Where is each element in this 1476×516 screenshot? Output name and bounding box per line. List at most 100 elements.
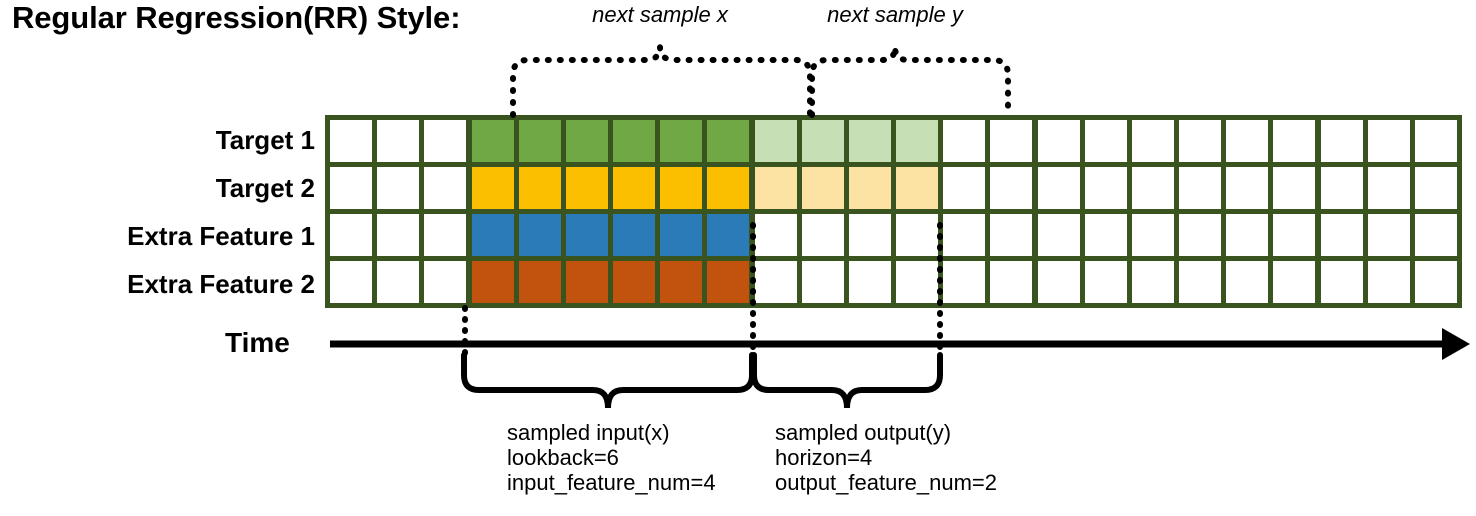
grid-cell-blank: [1367, 214, 1410, 256]
row-label-target-1: Target 1: [215, 125, 315, 155]
grid-cell-blank: [1179, 214, 1222, 256]
row-label-extra-feature-2: Extra Feature 2: [127, 269, 315, 299]
annotation-input-title: sampled input(x): [507, 420, 670, 445]
grid-cell-blank: [990, 261, 1033, 303]
grid-cell-input: [565, 120, 608, 162]
grid-cell-input: [707, 261, 750, 303]
grid-cell-blank: [424, 167, 467, 209]
page-title: Regular Regression(RR) Style:: [12, 0, 461, 35]
grid-cell-blank: [1037, 261, 1080, 303]
grid-cell-blank: [377, 214, 420, 256]
brace-next-sample-x: [510, 46, 813, 118]
grid-cell-blank: [330, 214, 373, 256]
grid-cell-blank: [990, 214, 1033, 256]
grid-row: [325, 209, 1462, 256]
grid-row: [325, 256, 1462, 303]
grid-cell-input: [518, 261, 561, 303]
grid-cell-blank: [1084, 167, 1127, 209]
grid-cell-input: [707, 120, 750, 162]
annotation-input-lookback: lookback=6: [507, 445, 619, 470]
grid-cell-output: [848, 120, 891, 162]
grid-cell-blank: [1273, 120, 1316, 162]
grid-cell-blank: [330, 261, 373, 303]
grid-cell-output: [801, 120, 844, 162]
grid-cell-blank: [1179, 261, 1222, 303]
annotation-sampled-output: sampled output(y) horizon=4 output_featu…: [775, 420, 997, 495]
grid-cell-input: [471, 120, 514, 162]
grid-cell-blank: [1320, 120, 1363, 162]
grid-cell-blank: [1414, 120, 1457, 162]
grid-cell-blank: [1226, 214, 1269, 256]
grid-cell-input: [660, 214, 703, 256]
grid-cell-input: [565, 214, 608, 256]
grid-cell-blank: [1367, 261, 1410, 303]
grid-cell-input: [518, 214, 561, 256]
axis-arrowhead: [1442, 328, 1470, 360]
annotation-output-horizon: horizon=4: [775, 445, 873, 470]
grid-cell-blank: [330, 120, 373, 162]
row-label-extra-feature-1: Extra Feature 1: [127, 221, 315, 251]
grid-cell-blank: [990, 120, 1033, 162]
grid-cell-blank: [330, 167, 373, 209]
grid-cell-blank: [801, 214, 844, 256]
grid-cell-blank: [1226, 167, 1269, 209]
grid-cell-blank: [1084, 261, 1127, 303]
time-axis-label: Time: [225, 327, 290, 358]
grid-row: [325, 162, 1462, 209]
grid-cell-blank: [424, 214, 467, 256]
grid-cell-blank: [1320, 261, 1363, 303]
grid-cell-input: [471, 261, 514, 303]
grid-cell-input: [613, 120, 656, 162]
grid-cell-blank: [1084, 120, 1127, 162]
grid-cell-blank: [1320, 214, 1363, 256]
grid-cell-blank: [896, 261, 939, 303]
grid-cell-blank: [943, 167, 986, 209]
grid-cell-input: [565, 167, 608, 209]
grid-cell-blank: [1367, 167, 1410, 209]
grid-cell-input: [660, 261, 703, 303]
grid-cell-input: [613, 261, 656, 303]
grid-cell-blank: [377, 120, 420, 162]
grid-cell-input: [660, 167, 703, 209]
grid-cell-blank: [943, 214, 986, 256]
brace-sampled-input: [461, 352, 755, 409]
grid-cell-blank: [1037, 167, 1080, 209]
grid-cell-blank: [1226, 120, 1269, 162]
grid-cell-input: [518, 120, 561, 162]
grid-cell-blank: [943, 120, 986, 162]
grid-cell-blank: [424, 120, 467, 162]
grid-cell-blank: [990, 167, 1033, 209]
grid-cell-input: [518, 167, 561, 209]
grid-cell-blank: [754, 261, 797, 303]
grid-cell-blank: [1131, 120, 1174, 162]
grid-cell-input: [707, 167, 750, 209]
grid-cell-blank: [1226, 261, 1269, 303]
grid-cell-blank: [1320, 167, 1363, 209]
grid-cell-output: [801, 167, 844, 209]
grid-cell-blank: [1131, 214, 1174, 256]
top-brace-group: [510, 46, 1011, 118]
annotation-output-feature-num: output_feature_num=2: [775, 470, 998, 495]
label-next-sample-y: next sample y: [827, 2, 963, 27]
annotation-output-title: sampled output(y): [775, 420, 952, 445]
annotation-input-feature-num: input_feature_num=4: [507, 470, 716, 495]
grid-cell-blank: [377, 167, 420, 209]
grid-cell-blank: [424, 261, 467, 303]
grid-cell-output: [848, 167, 891, 209]
grid-cell-blank: [1273, 167, 1316, 209]
grid-cell-input: [660, 120, 703, 162]
grid-cell-blank: [377, 261, 420, 303]
grid-cell-output: [896, 167, 939, 209]
grid-cell-output: [754, 120, 797, 162]
time-axis-arrow: [330, 328, 1470, 360]
grid-cell-output: [896, 120, 939, 162]
grid-row: [325, 115, 1462, 162]
annotation-sampled-input: sampled input(x) lookback=6 input_featur…: [507, 420, 716, 495]
grid-cell-blank: [1414, 167, 1457, 209]
grid-cell-input: [613, 167, 656, 209]
grid-cell-blank: [1131, 167, 1174, 209]
grid-cell-input: [707, 214, 750, 256]
grid-cell-blank: [1414, 214, 1457, 256]
grid-cell-blank: [1414, 261, 1457, 303]
